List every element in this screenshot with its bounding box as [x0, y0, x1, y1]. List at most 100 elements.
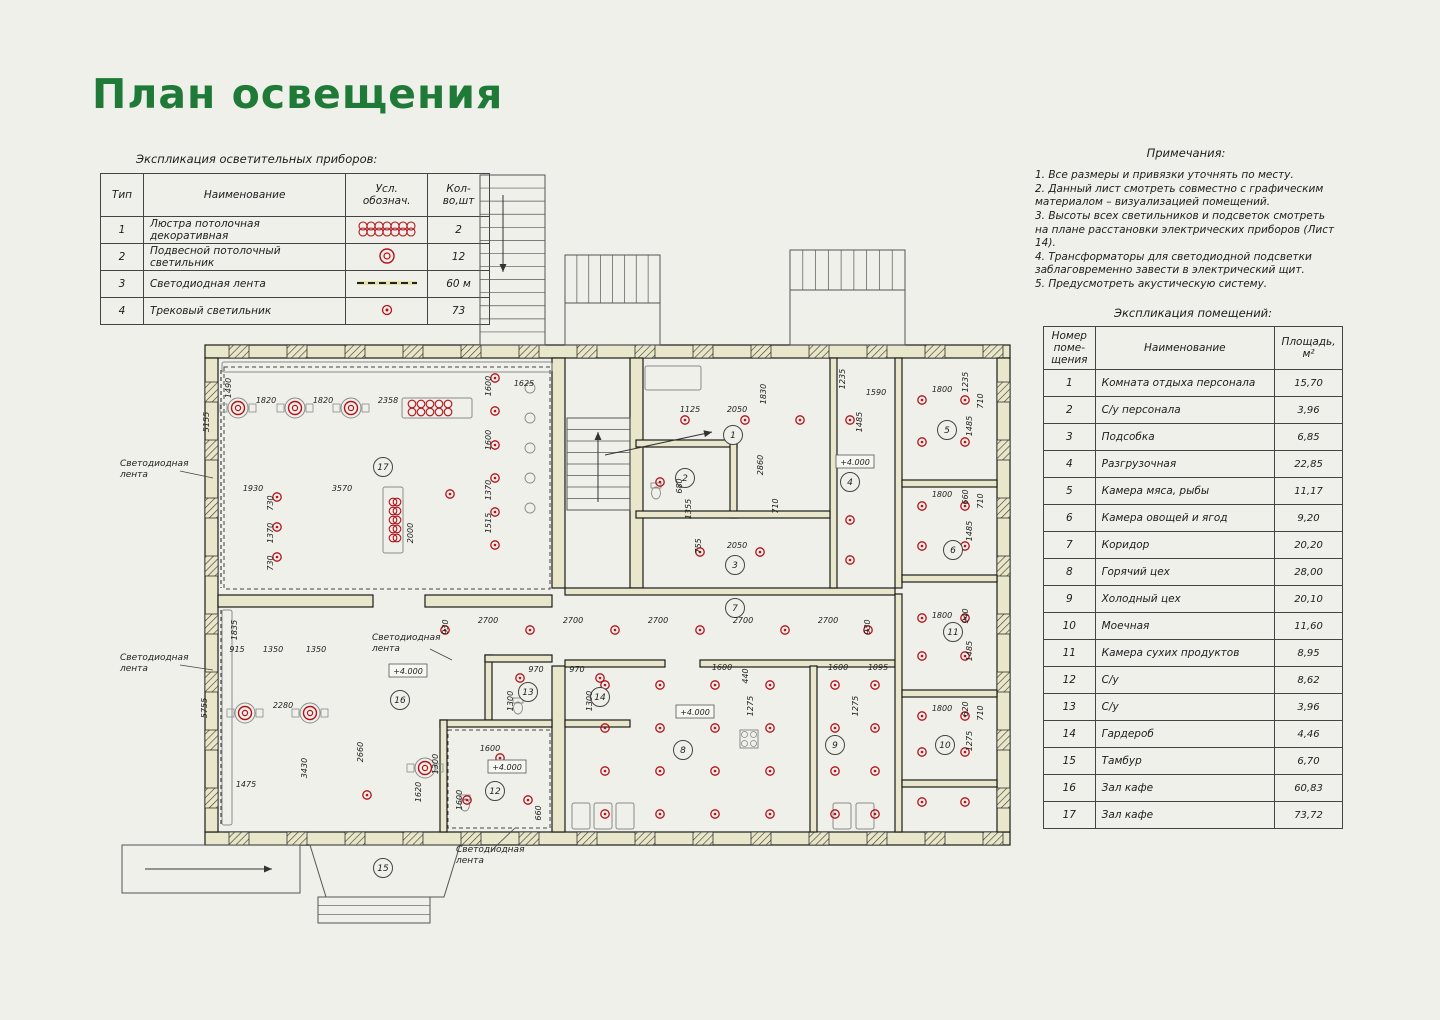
room-number: 8 [680, 746, 686, 756]
pendant-light-inner [234, 404, 242, 412]
leader-line [179, 470, 214, 479]
dimension-label: 2700 [818, 616, 838, 625]
track-light-icon [490, 473, 500, 483]
track-light-icon [272, 552, 282, 562]
wall-pier [808, 344, 830, 359]
dimension-label: 1490 [224, 378, 233, 398]
seat [524, 382, 536, 394]
wall-pier [996, 729, 1011, 751]
track-light-icon [490, 373, 500, 383]
dimension-label: 710 [976, 493, 985, 508]
stair [789, 249, 906, 291]
room-number: 17 [377, 463, 389, 473]
track-light-icon [765, 766, 775, 776]
track-light-dot [683, 418, 687, 422]
track-light-dot [768, 726, 772, 730]
track-light-icon [870, 809, 880, 819]
dimension-label: 1600 [484, 376, 493, 396]
wall-pier [286, 344, 308, 359]
table [227, 397, 249, 419]
dimension-label: 730 [266, 555, 275, 570]
wall [894, 593, 903, 833]
track-light-icon [381, 304, 392, 315]
dimension-label: 3430 [300, 758, 309, 778]
chandelier-icon [392, 497, 402, 507]
track-light-icon [960, 797, 970, 807]
track-light-dot [873, 812, 877, 816]
chandelier-icon [425, 399, 435, 409]
wall-pier [634, 831, 656, 846]
dimension-label: 970 [528, 665, 543, 674]
dimension-label: 1300 [585, 691, 594, 711]
track-light-icon [780, 625, 790, 635]
track-light-dot [658, 812, 662, 816]
wall-pier [204, 439, 219, 461]
wall [484, 654, 553, 663]
track-light-icon [870, 766, 880, 776]
track-light-dot [920, 800, 924, 804]
dimension-label: 755 [694, 538, 703, 553]
wall-pier [982, 344, 1004, 359]
wall-pier [402, 831, 424, 846]
dimension-label: 660 [534, 805, 543, 820]
chandelier-icon [392, 533, 402, 543]
track-light-icon [600, 723, 610, 733]
track-light-dot [848, 558, 852, 562]
track-light-dot [528, 628, 532, 632]
track-light-dot [920, 504, 924, 508]
note-item: 5. Предусмотреть акустическую систему. [1035, 278, 1268, 291]
wall-pier [204, 613, 219, 635]
room-number-badge [935, 735, 955, 755]
track-light-icon [362, 790, 372, 800]
wall-pier [866, 344, 888, 359]
room-number-badge [725, 598, 745, 618]
wall [204, 344, 1011, 359]
room-number-badge [485, 781, 505, 801]
dimension-label: 1835 [230, 620, 239, 640]
room-number-badge [723, 425, 743, 445]
note-item: 3. Высоты всех светильников и подсветок … [1035, 209, 1335, 250]
room-number: 14 [594, 693, 606, 703]
track-light-icon [830, 723, 840, 733]
track-light-dot [963, 800, 967, 804]
wall-pier [996, 439, 1011, 461]
wall-pier [996, 787, 1011, 809]
note-item: 4. Трансформаторы для светодиодной подсв… [1035, 250, 1312, 277]
dimension-label: 1620 [414, 782, 423, 802]
track-light-dot [658, 683, 662, 687]
track-light-dot [848, 518, 852, 522]
track-light-dot [603, 769, 607, 773]
wall [901, 689, 998, 698]
track-light-icon [960, 651, 970, 661]
annotation-label: лента [455, 856, 484, 866]
chair [361, 403, 370, 413]
track-light-icon [600, 809, 610, 819]
wall [424, 594, 553, 608]
track-light-icon [655, 766, 665, 776]
track-light-dot [963, 616, 967, 620]
note-item: 2. Данный лист смотреть совместно с граф… [1035, 182, 1324, 209]
chandelier-icon [407, 407, 417, 417]
track-light-dot [598, 676, 602, 680]
pendant-light-inner [291, 404, 299, 412]
note-item: 1. Все размеры и привязки уточнять по ме… [1035, 168, 1294, 181]
fixtures-header-name: Наименование [142, 173, 347, 217]
track-light-icon [870, 723, 880, 733]
track-light-icon [710, 680, 720, 690]
track-light-dot [518, 676, 522, 680]
wall-pier [204, 497, 219, 519]
wall-pier [982, 831, 1004, 846]
dimension-label: 1600 [828, 663, 848, 672]
track-light-icon [523, 795, 533, 805]
track-light-icon [600, 766, 610, 776]
chair [226, 708, 235, 718]
track-light-dot [713, 812, 717, 816]
chandelier-icon [392, 524, 402, 534]
dimension-label: 710 [771, 498, 780, 513]
rooms-table-section: Экспликация помещений: Номер поме- щения… [1043, 306, 1343, 829]
arrow-head [703, 430, 712, 438]
elevation-marker [675, 704, 715, 719]
